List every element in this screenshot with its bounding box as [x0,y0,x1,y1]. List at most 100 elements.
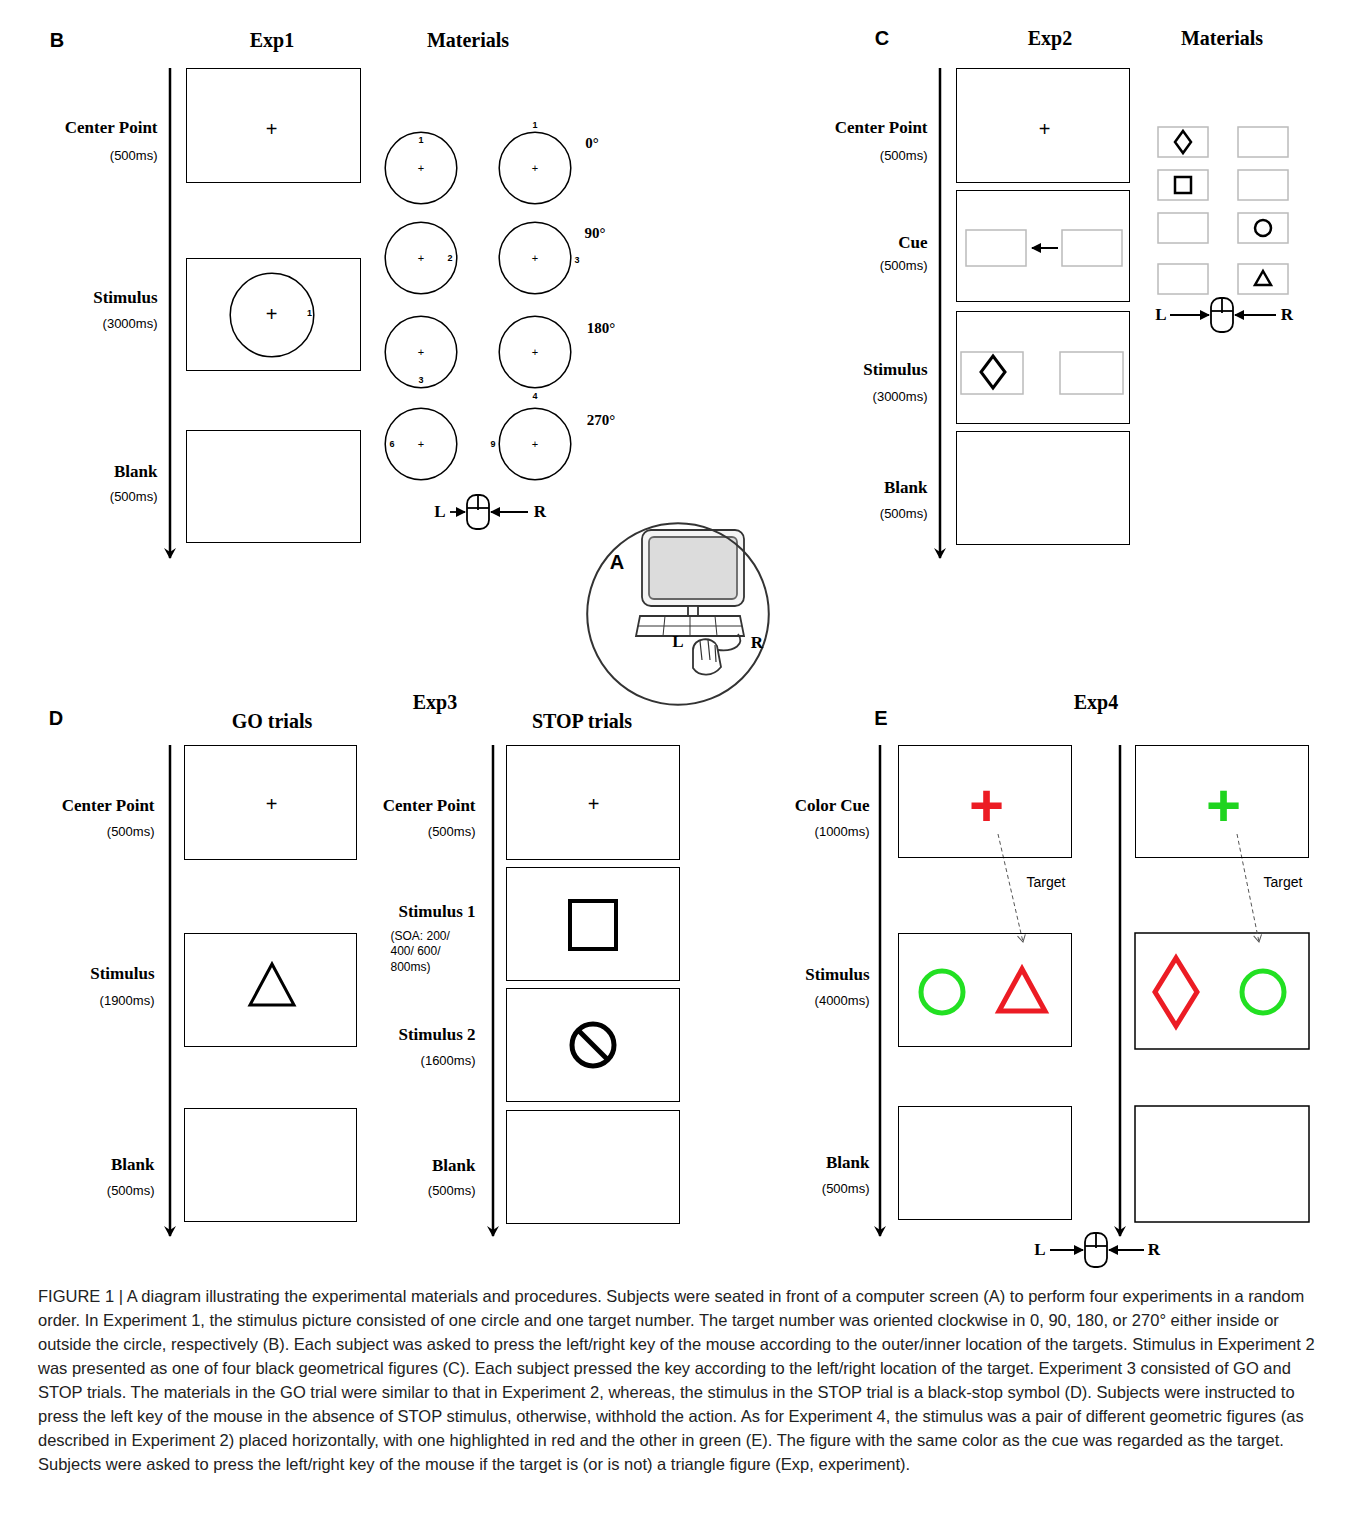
mouse-icon [1085,1245,1107,1247]
stage-label: Cue [898,233,927,253]
figure-caption: FIGURE 1 | A diagram illustrating the ex… [38,1284,1322,1476]
circle-outline [499,132,571,204]
screen-frame: + [1135,745,1309,858]
screen-frame: Blank(500ms) [506,1110,680,1224]
duration-label: (1900ms) [100,993,155,1008]
angle-label: 270° [587,412,616,429]
screen-frame: Center Point(500ms)+ [506,745,680,860]
fixation-cross: + [1039,118,1051,141]
panel-title: Exp3 [413,691,457,714]
key-label: R [751,633,763,653]
screen-frame: Blank(500ms) [898,1106,1072,1220]
angle-label: 180° [587,320,616,337]
fixation-cross: + [418,252,424,264]
stimulus-circle: +3 [498,221,572,295]
screen-frame: Blank(500ms) [956,431,1130,545]
panel-title: Exp4 [1074,691,1118,714]
material-figures [1158,170,1208,200]
circle-outline [385,408,457,480]
duration-label: (500ms) [110,148,158,163]
circle-outline [230,273,314,357]
go-stimulus [250,964,294,1005]
fixation-cross: + [532,162,538,174]
exp4-frames [1135,933,1309,1049]
timeline-arrow [492,745,495,1236]
colored-figures [921,958,1284,1026]
stage-label: Stimulus [90,964,154,984]
duration-label: (1600ms) [421,1053,476,1068]
fixation-cross: + [532,346,538,358]
duration-label: (500ms) [880,506,928,521]
target-number: 3 [574,255,579,265]
mouse-icon [491,511,528,513]
setup-illustration [642,530,744,606]
stimulus-display [961,352,1123,394]
text-label: + [1206,776,1241,836]
material-figures [1175,177,1191,193]
circle-outline [499,222,571,294]
target-label: Target [1027,874,1066,890]
setup-illustration [649,537,737,599]
key-label: R [1281,305,1293,325]
panel-letter: E [874,707,887,730]
target-number: 1 [418,135,423,145]
stop-stimuli [579,1031,607,1059]
stimulus-circle: +1 [498,131,572,205]
panel-title: Materials [427,29,509,52]
angle-label: 90° [585,225,606,242]
timeline-arrow [170,68,1120,1236]
mouse-icon [1109,1249,1144,1251]
duration-label: (3000ms) [873,389,928,404]
setup-illustration [700,640,716,662]
target-number: 2 [447,253,452,263]
material-figures [1255,220,1271,236]
key-label: L [1155,305,1166,325]
stage-label: Blank [114,462,157,482]
target-number: 1 [307,308,312,318]
colored-figures [999,969,1045,1011]
stimulus-circle: +1 [229,272,315,358]
stimulus-circle: +9 [498,407,572,481]
material-figures [1158,264,1208,294]
mouse-icon [467,507,489,509]
go-stimulus [250,964,294,1005]
screen-frame: Blank(500ms) [186,430,361,543]
key-label: R [1148,1240,1160,1260]
exp4-frames [1135,1106,1309,1222]
setup-illustration [688,606,698,616]
mouse-icon [467,495,489,529]
stage-label: Stimulus [863,360,927,380]
setup-illustration [636,530,744,675]
timeline-arrow [879,745,882,1236]
stimulus-circle: +2 [384,221,458,295]
stage-label: Center Point [62,796,155,816]
setup-circle: LR [586,522,770,706]
panel-letter: B [50,29,64,52]
panel-title: Exp1 [250,29,294,52]
duration-label: (500ms) [822,1181,870,1196]
timeline-arrow [169,68,172,558]
stage-label: Stimulus 2 [399,1025,476,1045]
mouse-icon [450,298,1276,1267]
exp4-frames [1135,933,1309,1222]
duration-label: (3000ms) [103,316,158,331]
screen-frame: Color Cue(1000ms)+ [898,745,1072,858]
stimulus-display [981,356,1005,388]
stage-label: Stimulus 1 [399,902,476,922]
panel-letter: D [49,707,63,730]
stage-label: Blank [884,478,927,498]
panel-title: STOP trials [532,710,632,733]
mouse-icon [1235,314,1276,316]
cue-display [966,230,1026,266]
panel-title: Materials [1181,27,1263,50]
fixation-cross: + [418,438,424,450]
duration-label: (500ms) [428,824,476,839]
colored-figures [1242,971,1284,1013]
material-figures [1158,213,1208,243]
screen-frame: Stimulus 2(1600ms) [506,988,680,1102]
stage-label: Center Point [835,118,928,138]
screen-frame: Stimulus(3000ms) [956,311,1130,424]
stimulus-circle: +3 [384,315,458,389]
circle-outline [499,408,571,480]
material-figures [1238,170,1288,200]
